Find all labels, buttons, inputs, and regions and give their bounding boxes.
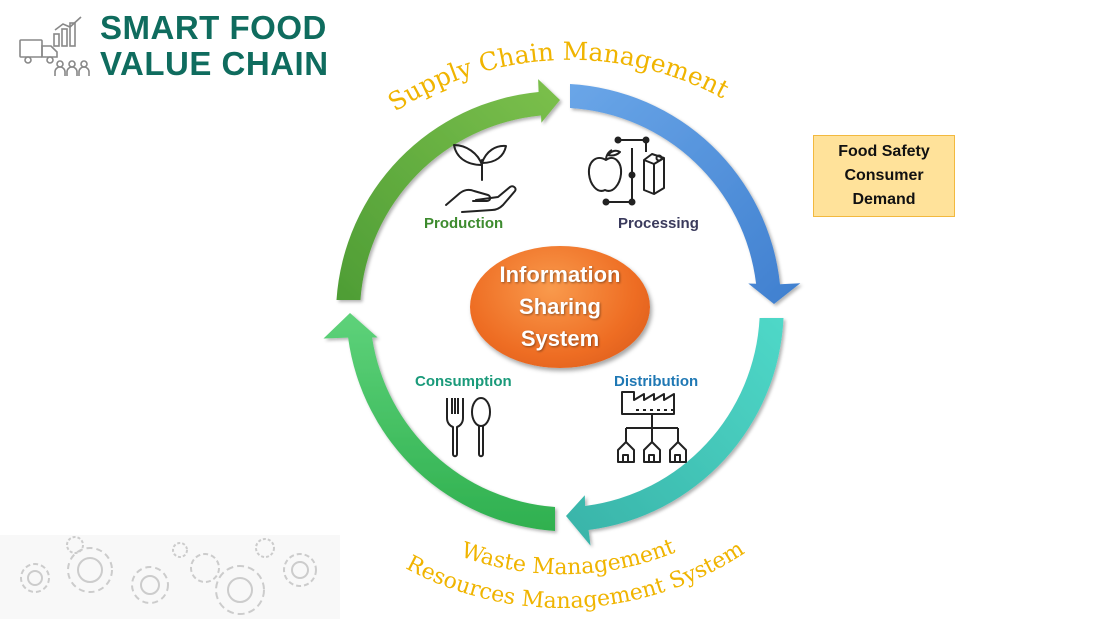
- brand-title-line2: VALUE CHAIN: [100, 45, 329, 82]
- supply-chain-logo-icon: [19, 16, 90, 76]
- waste-management-label: Waste Management: [458, 534, 678, 580]
- note-line1: Food Safety: [838, 143, 930, 160]
- hub-line1: Information: [499, 262, 621, 287]
- distribution-label: Distribution: [614, 373, 699, 390]
- information-sharing-hub: Information Sharing System: [470, 246, 650, 368]
- hub-line3: System: [520, 326, 600, 351]
- arrow-distribution-to-consumption: [566, 318, 784, 546]
- supply-chain-management-label: Supply Chain Management: [383, 37, 734, 117]
- note-line3: Demand: [852, 191, 916, 208]
- arrow-consumption-to-production: [323, 313, 555, 531]
- note-line2: Consumer: [844, 167, 924, 184]
- hub-line2: Sharing: [519, 294, 601, 319]
- production-label: Production: [424, 215, 504, 232]
- brand-title: SMART FOOD VALUE CHAIN: [100, 10, 329, 82]
- factory-to-houses-icon: [617, 391, 687, 463]
- food-safety-note: Food Safety Consumer Demand: [813, 135, 955, 217]
- brand-title-line1: SMART FOOD: [100, 9, 327, 46]
- consumption-label: Consumption: [415, 373, 512, 390]
- fork-and-spoon-icon: [446, 397, 491, 458]
- processing-label: Processing: [618, 215, 699, 232]
- arrow-production-to-processing: [336, 79, 560, 300]
- plant-in-hand-icon: [445, 144, 517, 213]
- arrow-processing-to-distribution: [570, 84, 801, 304]
- gears-decoration-icon: [0, 535, 340, 619]
- apple-to-package-icon: [587, 136, 665, 206]
